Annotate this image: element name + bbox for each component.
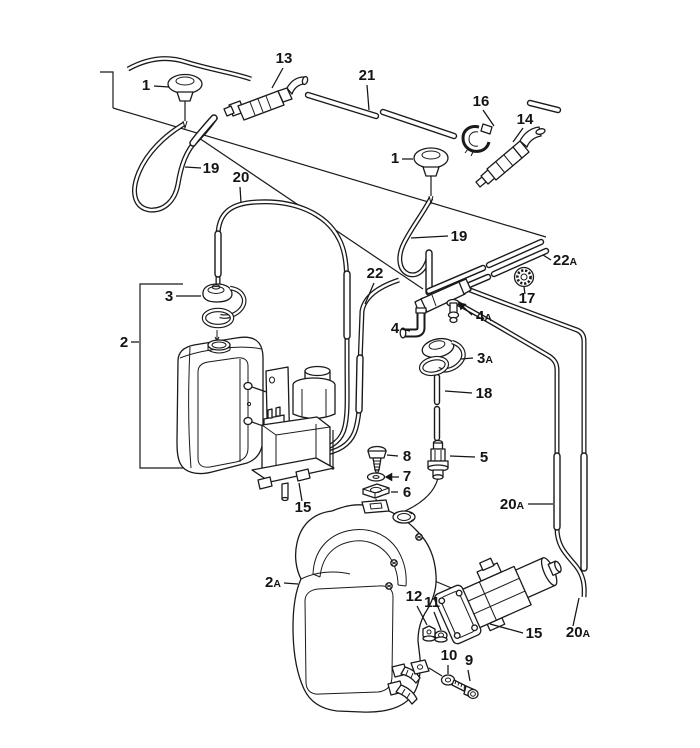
callout-label-21: 21 — [359, 67, 376, 84]
callout-label-22: 22 — [367, 265, 384, 282]
callout-label-18: 18 — [476, 385, 493, 402]
callout-leader-20A-bottom — [572, 597, 580, 627]
callout-label-19-right: 19 — [451, 228, 468, 245]
screw-8 — [367, 445, 387, 475]
callout-leader-18 — [444, 390, 473, 394]
washer-nozzle-right — [413, 147, 449, 205]
callout-label-17: 17 — [519, 290, 536, 307]
elbow-valve-14 — [475, 126, 546, 188]
callout-leader-16 — [482, 109, 495, 127]
callout-label-13: 13 — [276, 50, 293, 67]
washer-7 — [366, 472, 386, 482]
callout-label-20: 20 — [233, 169, 250, 186]
callout-label-22A: 22A — [553, 252, 578, 269]
callout-label-12: 12 — [406, 588, 423, 605]
bracket-part-2 — [139, 283, 191, 469]
washer-pump-15-upper — [251, 365, 336, 502]
callout-leader-19-left — [184, 166, 202, 169]
callout-label-3A: 3A — [477, 350, 493, 367]
arch-bolts — [385, 533, 423, 590]
callout-leader-12 — [416, 605, 428, 626]
callout-leader-15-lower — [489, 623, 524, 634]
tee-valve-4a — [414, 278, 472, 324]
callout-label-6: 6 — [403, 484, 411, 501]
callout-leader-20 — [239, 186, 242, 204]
callout-leader-3A — [460, 357, 474, 360]
washer-pump-15-lower — [433, 557, 562, 645]
callout-leader-4 — [400, 328, 411, 332]
check-valve-13 — [223, 75, 309, 121]
outlet-fittings — [387, 663, 421, 705]
callout-label-9: 9 — [465, 652, 473, 669]
callout-leader-11 — [433, 611, 442, 631]
washer-nozzle-left — [167, 73, 203, 130]
callout-label-10: 10 — [441, 647, 458, 664]
grommet-17 — [513, 266, 535, 288]
callout-leader-1-left — [153, 85, 170, 88]
nut-6 — [362, 483, 390, 506]
bolt-9 — [451, 679, 479, 700]
hose-clip-16 — [461, 123, 493, 157]
callout-leader-4A — [458, 302, 473, 316]
callout-leader-2A — [283, 582, 299, 585]
callout-leader-9 — [467, 669, 471, 682]
callout-label-15-upper: 15 — [295, 499, 312, 516]
callout-leader-21 — [366, 84, 370, 111]
cap-3 — [201, 283, 247, 343]
callout-leader-19-right — [410, 235, 449, 239]
valve-5 — [404, 439, 449, 512]
callout-label-20A-bottom: 20A — [566, 624, 591, 641]
callout-label-20A-mid: 20A — [500, 496, 525, 513]
callout-label-3: 3 — [165, 288, 173, 305]
callout-leader-13 — [271, 67, 284, 89]
callout-label-4A: 4A — [476, 308, 492, 325]
callout-label-11: 11 — [424, 594, 440, 611]
reservoir-2a — [292, 499, 443, 713]
callout-leader-5 — [449, 455, 476, 458]
cap-3a — [418, 337, 466, 377]
callout-leader-22A — [542, 254, 552, 261]
elbow-4 — [399, 307, 427, 339]
callout-label-8: 8 — [403, 448, 411, 465]
callout-leader-14 — [512, 127, 524, 143]
hoses — [126, 56, 588, 598]
callout-leader-22 — [364, 282, 375, 305]
callout-leader-8 — [386, 454, 399, 457]
callout-label-14: 14 — [517, 111, 534, 128]
callout-label-1-right: 1 — [391, 150, 399, 167]
callout-label-1-left: 1 — [142, 77, 150, 94]
nut-12 — [422, 625, 436, 642]
callout-label-5: 5 — [480, 449, 488, 466]
callout-label-15-lower: 15 — [526, 625, 543, 642]
callout-label-2: 2 — [120, 334, 128, 351]
callout-label-16: 16 — [473, 93, 490, 110]
callout-label-4: 4 — [391, 320, 400, 337]
nut-11 — [434, 630, 448, 643]
callout-label-19-left: 19 — [203, 160, 220, 177]
callout-leader-15-upper — [298, 482, 303, 502]
callout-label-2A: 2A — [265, 574, 281, 591]
callout-leader-17 — [523, 286, 526, 295]
callout-label-7: 7 — [403, 468, 411, 485]
